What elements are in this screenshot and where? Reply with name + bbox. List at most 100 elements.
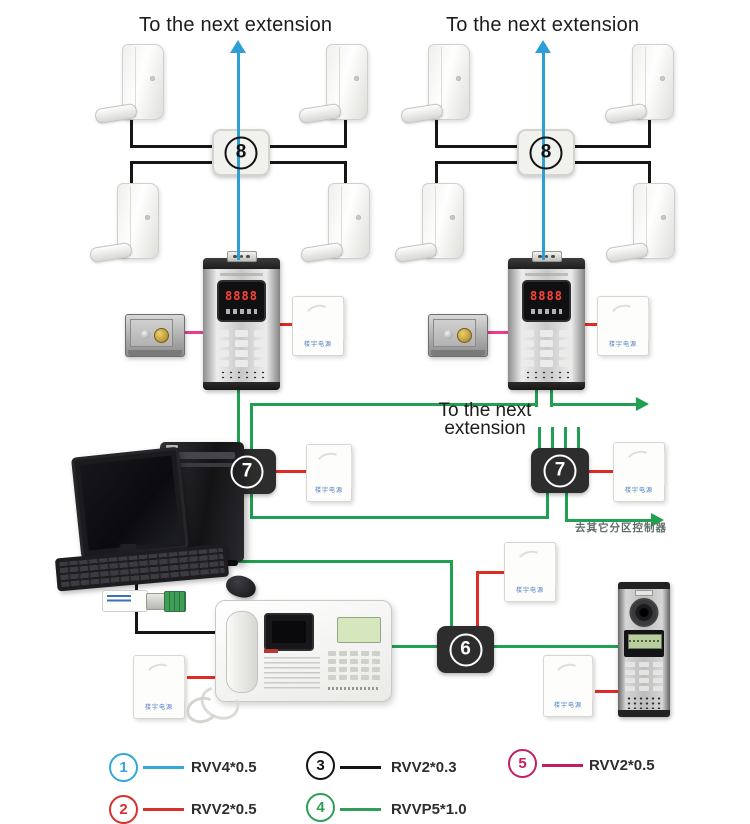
electric-lock [428,314,488,357]
door-entry-panel: 8888 [508,251,585,390]
converter-terminal-block [164,591,186,612]
indoor-phone [298,44,368,125]
power-supply: 楼宇电源 [504,542,558,602]
wire-green-hub7-link [546,492,549,519]
panel-bottom-cap [203,382,280,390]
label-next-extension-right: To the next extension [446,14,640,36]
psu-side-tab [664,451,667,486]
phone-crease [646,186,647,256]
wire-black-pc-console [135,631,218,634]
door-entry-panel: 8888 [203,251,280,390]
panel-display-module [624,630,664,657]
hub-number: 7 [543,454,577,487]
panel-lcd [628,634,662,649]
wire-black-phone-drop [130,161,133,185]
legend-num-2: 2 [109,795,138,824]
power-supply: 楼宇电源 [292,296,346,356]
wire-green-console-hub6 [388,645,439,648]
console-keypad [328,651,380,680]
wire-black-phone-drop [435,161,438,185]
legend-num-3: 3 [306,751,335,780]
hub-number: 8 [529,136,563,169]
psu-side-tab [351,453,354,487]
wire-red-hub7-psu [587,470,615,473]
phone-crease [339,47,340,117]
wire-black-hub8-upper [264,145,346,148]
wire-green-stub [564,427,567,449]
panel-top-cap [203,258,280,269]
psu-label: 楼宇电源 [608,342,637,348]
panel-bottom-cap [618,710,670,717]
legend-line-1 [143,766,184,769]
lock-cylinder [154,328,169,343]
panel-bottom-cap [508,382,585,390]
phone-body [328,183,370,259]
label-other-zone-controllers: 去其它分区控制器 [575,522,667,534]
wire-green-hub7-link [250,493,253,519]
lock-cylinder [457,328,472,343]
legend-label-1: RVV4*0.5 [191,759,257,776]
phone-speaker-dot [150,76,155,81]
video-door-panel [618,582,670,717]
phone-speaker-dot [456,76,461,81]
panel-top-cap [508,258,585,269]
power-supply: 楼宇电源 [613,442,667,502]
lock-knob [141,330,150,339]
wire-red-hub7-psu [274,470,308,473]
legend-line-5 [542,764,583,767]
wire-red-panel-psu [583,323,599,326]
psu-side-tab [343,305,346,340]
wire-black-phone-riser [344,118,347,148]
phone-speaker-dot [661,215,666,220]
wire-red-psu-hub6 [476,571,506,574]
legend-num-4: 4 [306,793,335,822]
panel-keypad [521,330,572,367]
wire-green-panel-hub7 [237,389,240,451]
tower-drive-bay [169,463,235,467]
wire-black-phone-riser [435,118,438,148]
phone-crease [441,47,442,117]
phone-handset [89,241,133,264]
phone-crease [435,186,436,256]
wire-black-hub8-lower [435,161,519,164]
lock-knob [444,330,453,339]
psu-label: 楼宇电源 [303,342,332,348]
wire-black-phone-drop [344,161,347,185]
panel-keypad [216,330,267,367]
indoor-phone [394,183,464,264]
phone-crease [645,47,646,117]
phone-speaker-dot [660,76,665,81]
indoor-phone [604,44,674,125]
cyan-arrow-up-icon [230,40,246,53]
phone-speaker-dot [450,215,455,220]
legend-line-4 [340,808,381,811]
panel-camera-bar [531,251,562,262]
wire-green-panel-drop [550,389,553,407]
panel-speaker-grille [522,369,571,381]
console-logo [264,649,278,653]
wire-black-hub8-upper [130,145,214,148]
wire-black-phone-riser [648,118,651,148]
phone-speaker-dot [356,215,361,220]
wire-green-hub7-link [250,516,549,519]
indoor-phone [400,44,470,125]
phone-handset [300,241,344,264]
wire-red-psu-console [181,676,219,679]
computer-monitor [70,446,190,560]
unit-controller-7: 7 [531,448,589,493]
phone-body [122,44,164,120]
phone-crease [341,186,342,256]
lock-base [431,350,485,356]
phone-crease [130,186,131,256]
wire-black-hub8-lower [569,161,650,164]
phone-handset [298,102,342,125]
console-brand-row [328,687,380,690]
monitor-screen [79,455,181,551]
rs485-converter [102,588,186,614]
green-arrow-right-icon [636,397,649,411]
label-line2: extension [444,418,526,439]
zone-controller-6: 6 [437,626,494,673]
electric-lock [125,314,185,357]
wire-green-stub [538,427,541,449]
